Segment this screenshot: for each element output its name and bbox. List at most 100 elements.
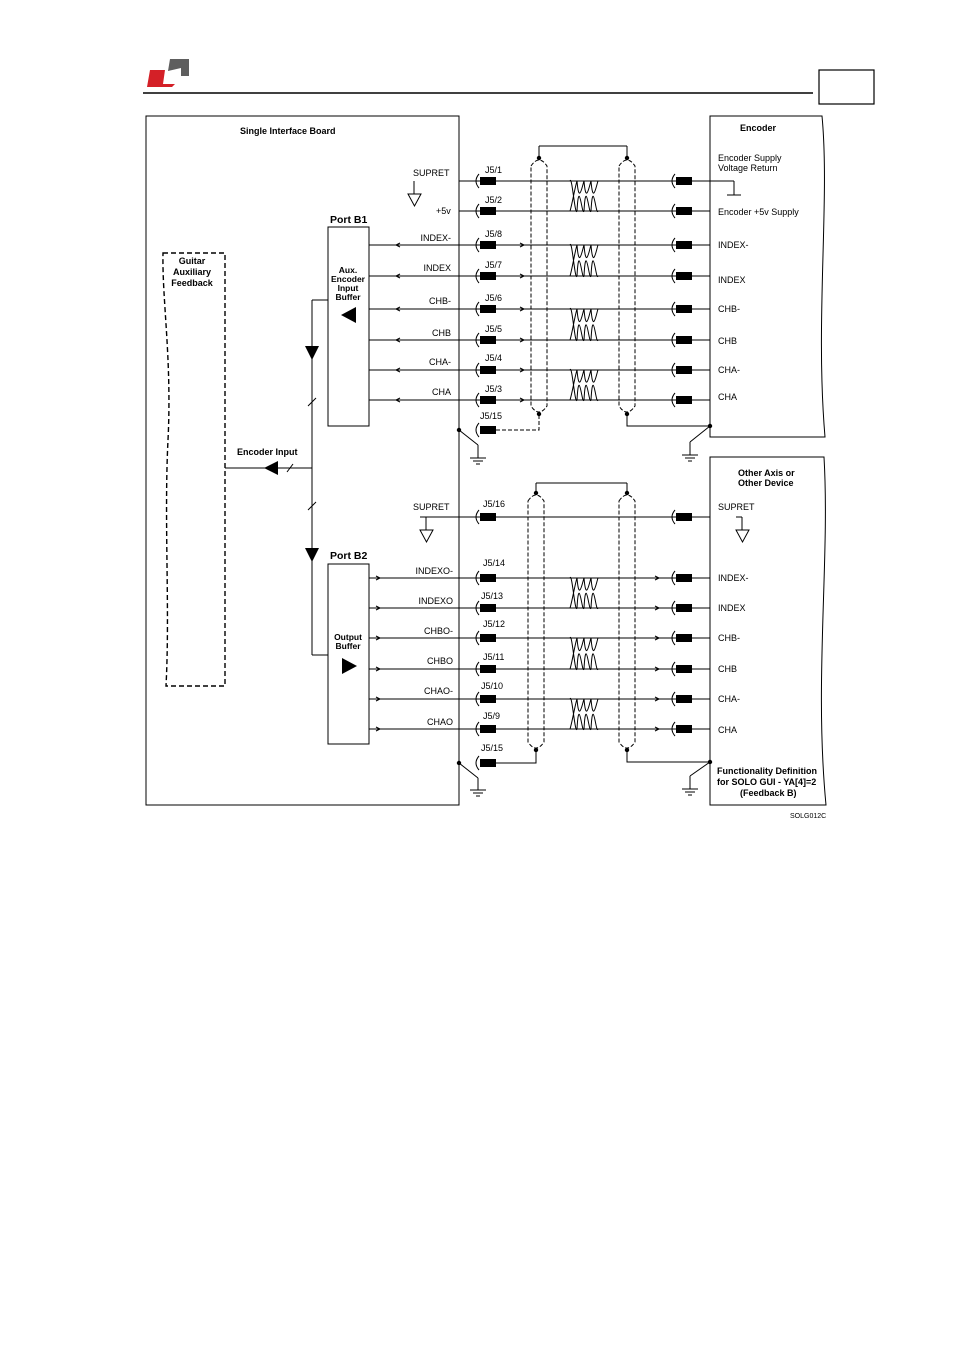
bot-j5-conn-3-socket <box>475 630 480 646</box>
guitar-label-1: Guitar <box>179 256 206 266</box>
b2-pin-5: J5/9 <box>483 711 500 721</box>
top-enc-conn-0-socket <box>671 173 676 189</box>
b1-sig-5: CHA <box>432 387 451 397</box>
top-enc-conn-6-pin <box>676 366 692 374</box>
bot-dev-conn-5-socket <box>671 691 676 707</box>
b2-sig-4: CHAO- <box>424 686 453 696</box>
top-coil-b-3 <box>569 369 599 401</box>
top-j5-conn-5-socket <box>475 332 480 348</box>
bot-dev-conn-5-pin <box>676 695 692 703</box>
figure-id: SOLG012C <box>790 813 826 820</box>
bot-dot-6 <box>456 760 462 766</box>
top-tick-r-2 <box>519 306 526 312</box>
bot-dev-gnd-link <box>689 761 711 777</box>
bot-dot-1 <box>533 490 539 496</box>
bot-j5-conn-1-pin <box>480 574 496 582</box>
port-b1-title: Port B1 <box>330 214 368 226</box>
bot-j5-conn-3-pin <box>480 634 496 642</box>
bot-gnd-link <box>458 762 479 779</box>
encoder-title: Encoder <box>740 123 777 133</box>
encoder-box <box>709 115 826 438</box>
oth-sig-3: CHB <box>718 664 737 674</box>
b2-sig-1: INDEXO <box>418 596 453 606</box>
bot-tick-r-5 <box>654 726 661 732</box>
top-dot-2 <box>624 155 630 161</box>
bot-dev-conn-1-socket <box>671 570 676 586</box>
bot-j5-conn-5-pin <box>480 695 496 703</box>
board-title: Single Interface Board <box>240 126 336 136</box>
top-j5-conn-0-socket <box>475 173 480 189</box>
page-number-box <box>818 69 875 105</box>
bot-coil-b-1 <box>569 637 599 670</box>
b1-pin-2: J5/6 <box>485 293 502 303</box>
top-tick-1 <box>394 273 401 279</box>
top-shield-right <box>618 159 636 413</box>
b1-sig-3: CHB <box>432 328 451 338</box>
bot-shield-left <box>527 494 545 749</box>
enc-sig-1: INDEX <box>718 275 746 285</box>
bot-dot-2 <box>624 490 630 496</box>
b1-buffer-text-4: Buffer <box>335 292 361 302</box>
top-j5-conn-7-socket <box>475 392 480 408</box>
bot-j5-conn-4-pin <box>480 665 496 673</box>
top-enc-conn-5-pin <box>676 336 692 344</box>
port-b2-title: Port B2 <box>330 550 368 562</box>
b1-pin-3: J5/5 <box>485 324 502 334</box>
oth-sig-2: CHB- <box>718 633 740 643</box>
b1-pin-0: J5/8 <box>485 229 502 239</box>
bot-tick-4 <box>375 696 382 702</box>
b1-sig-0: INDEX- <box>420 233 451 243</box>
encoder-supply-return-1: Encoder Supply <box>718 153 782 163</box>
bot-shield-conn-pin <box>480 759 496 767</box>
b1-buffer-text-2: Encoder <box>331 274 366 284</box>
b2-pin-4: J5/10 <box>481 681 503 691</box>
top-j5-conn-0-pin <box>480 177 496 185</box>
bot-j5-conn-0-pin <box>480 513 496 521</box>
b2-buffer-text-1: Output <box>334 632 362 642</box>
other-device-title-1: Other Axis or <box>738 468 795 478</box>
bot-j5-conn-5-socket <box>475 691 480 707</box>
func-def-2: for SOLO GUI - YA[4]=2 <box>717 777 816 787</box>
top-enc-conn-4-socket <box>671 301 676 317</box>
top-dot-1 <box>536 155 542 161</box>
b1-sig-4: CHA- <box>429 357 451 367</box>
bot-dev-conn-2-pin <box>676 604 692 612</box>
top-j5-conn-2-pin <box>480 241 496 249</box>
top-gnd-link <box>458 429 479 446</box>
top-enc-conn-3-pin <box>676 272 692 280</box>
b1-sig-1: INDEX <box>423 263 451 273</box>
bot-tick-2 <box>375 635 382 641</box>
bot-coil-a-0 <box>569 577 599 609</box>
top-enc-conn-1-pin <box>676 207 692 215</box>
b1-pin-4: J5/4 <box>485 353 502 363</box>
func-def-3: (Feedback B) <box>740 788 797 798</box>
oth-sig-5: CHA <box>718 725 737 735</box>
top-j5-conn-3-pin <box>480 272 496 280</box>
b1-buffer-text-3: Input <box>338 283 359 293</box>
top-j5-conn-4-pin <box>480 305 496 313</box>
top-drain-left <box>496 414 540 431</box>
top-j5-conn-7-pin <box>480 396 496 404</box>
top-tick-r-4 <box>519 367 526 373</box>
top-enc-conn-7-socket <box>671 392 676 408</box>
top-dot-4 <box>624 411 630 417</box>
b2-shield-pin: J5/15 <box>481 743 503 753</box>
b1-shield-pin: J5/15 <box>480 411 502 421</box>
encoder-input-label: Encoder Input <box>237 447 298 457</box>
bot-j5-conn-0-socket <box>475 509 480 525</box>
top-j5-conn-2-socket <box>475 237 480 253</box>
other-supret-label: SUPRET <box>718 502 755 512</box>
bot-tick-5 <box>375 726 382 732</box>
encoder-supply-return-2: Voltage Return <box>718 163 778 173</box>
top-enc-conn-3-socket <box>671 268 676 284</box>
b2-sig-2: CHBO- <box>424 626 453 636</box>
port-b2-buffer <box>327 563 370 745</box>
bot-dev-conn-4-pin <box>676 665 692 673</box>
b2-sig-5: CHAO <box>427 717 453 727</box>
b2-pin-supret: J5/16 <box>483 499 505 509</box>
top-enc-conn-2-socket <box>671 237 676 253</box>
encoder-input-arrow <box>264 461 278 475</box>
top-shield-conn-socket <box>475 422 480 438</box>
top-shield-left <box>530 159 548 413</box>
top-j5-conn-6-pin <box>480 366 496 374</box>
